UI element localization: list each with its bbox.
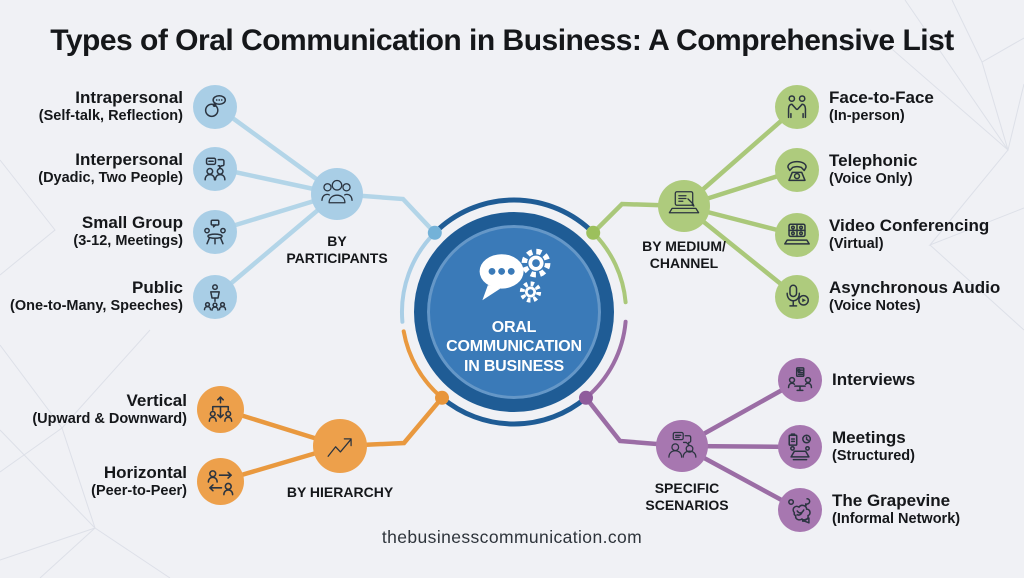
handshake-icon [775,85,819,129]
website-text: thebusinesscommunication.com [381,527,643,547]
center-title: ORAL COMMUNICATION IN BUSINESS [446,318,582,375]
item-horizontal: Horizontal(Peer-to-Peer) [91,458,244,505]
item-intrapersonal: Intrapersonal(Self-talk, Reflection) [39,85,237,129]
meeting-table-icon [193,210,237,254]
people-group-icon [321,179,353,204]
hub-medium [658,180,710,232]
head-thought-icon [193,85,237,129]
interview-icon [778,358,822,402]
item-grapevine: The Grapevine(Informal Network) [778,488,960,532]
hub-hierarchy [313,419,367,473]
org-chart-arrows-icon [197,386,244,433]
grapevine-network-icon [778,488,822,532]
trend-arrow-icon [327,438,352,457]
two-people-chat-icon [193,147,237,191]
discussion-icon [668,431,697,458]
junction-dot-participants [427,225,442,240]
branch-label-scenarios: SPECIFIC SCENARIOS [645,480,729,513]
structured-meeting-icon [778,425,822,469]
branch-label-participants: BY PARTICIPANTS [286,233,388,266]
item-meetings: Meetings(Structured) [778,425,915,469]
video-conference-icon [775,213,819,257]
item-interviews: Interviews [778,358,915,402]
branch-label-hierarchy: BY HIERARCHY [286,484,394,500]
junction-dot-medium [586,225,601,240]
item-telephonic: Telephonic(Voice Only) [775,148,917,192]
laptop-message-icon [668,191,700,214]
junction-dot-hierarchy [435,390,449,405]
infographic-title: Types of Oral Communication in Business:… [50,24,954,57]
junction-dot-scenarios [579,390,593,405]
hub-scenarios [656,420,708,472]
hub-participants [311,168,363,220]
item-public: Public(One-to-Many, Speeches) [10,275,237,319]
center-circle: ORAL COMMUNICATION IN BUSINESS [414,212,614,412]
item-asynchronous-audio: Asynchronous Audio(Voice Notes) [775,275,1000,319]
item-interpersonal: Interpersonal(Dyadic, Two People) [38,147,237,191]
item-face-to-face: Face-to-Face(In-person) [775,85,934,129]
item-vertical: Vertical(Upward & Downward) [32,386,244,433]
speech-bubble-gears-icon [479,248,551,303]
item-small-group: Small Group(3-12, Meetings) [73,210,237,254]
microphone-play-icon [775,275,819,319]
item-video-conferencing: Video Conferencing(Virtual) [775,213,989,257]
telephone-icon [775,148,819,192]
peer-arrows-icon [197,458,244,505]
branch-label-medium: BY MEDIUM/ CHANNEL [642,238,726,271]
podium-audience-icon [193,275,237,319]
